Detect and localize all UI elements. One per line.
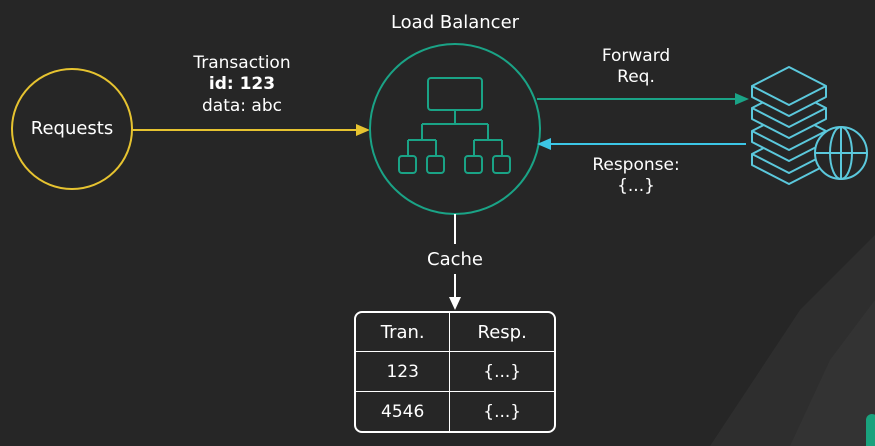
load-balancer-node: [369, 43, 541, 215]
cache-table-header: Tran. Resp.: [356, 313, 554, 352]
load-balancer-label: Load Balancer: [390, 12, 520, 33]
server-stack-globe-icon: [751, 66, 868, 185]
response-line2: {...}: [617, 176, 655, 197]
corner-accent: [866, 414, 875, 446]
requests-label: Requests: [30, 118, 114, 139]
forward-label: Forward Req.: [586, 46, 686, 89]
transaction-id: id: 123: [208, 74, 276, 95]
transaction-data: data: abc: [202, 95, 282, 116]
table-row: 4546 {...}: [356, 392, 554, 431]
column-header-tran: Tran.: [356, 313, 451, 352]
transaction-label: Transaction id: 123 data: abc: [172, 53, 312, 117]
request-arrow: [132, 124, 370, 136]
cache-label: Cache: [427, 249, 483, 270]
table-row: 123 {...}: [356, 352, 554, 392]
response-label: Response: {...}: [576, 155, 696, 198]
cache-table: Tran. Resp. 123 {...} 4546 {...}: [354, 311, 556, 433]
transaction-title: Transaction: [193, 53, 291, 73]
response-line1: Response:: [592, 155, 680, 175]
table-cell: 123: [356, 352, 451, 392]
table-cell: {...}: [450, 352, 554, 392]
forward-line2: Req.: [617, 67, 655, 88]
background-decoration: [710, 235, 875, 446]
hierarchy-icon: [398, 77, 511, 174]
table-cell: 4546: [356, 392, 451, 431]
table-cell: {...}: [483, 401, 522, 422]
forward-line1: Forward: [601, 46, 671, 66]
column-header-resp: Resp.: [450, 313, 554, 352]
response-arrow: [537, 138, 746, 150]
cache-arrow: [449, 214, 461, 310]
forward-arrow: [537, 93, 749, 105]
